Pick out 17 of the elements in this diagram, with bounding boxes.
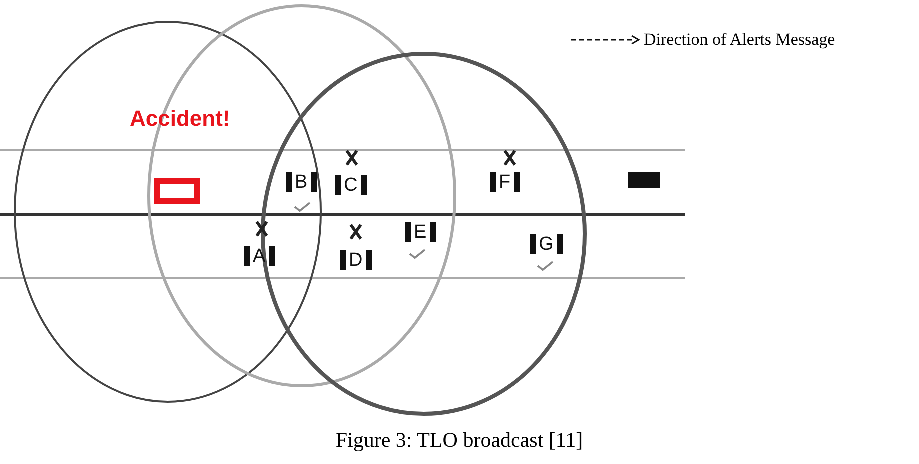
vehicle-letter: G — [539, 235, 554, 254]
vehicle-letter: D — [349, 251, 363, 270]
vehicle — [490, 172, 520, 192]
vehicle-letter: E — [414, 223, 427, 242]
vehicle — [286, 172, 317, 192]
figure-caption: Figure 3: TLO broadcast [11] — [334, 428, 584, 453]
vehicle — [405, 222, 436, 242]
vehicle — [628, 172, 660, 188]
vehicle-letter: F — [499, 173, 511, 192]
accident-vehicle — [154, 178, 200, 204]
vehicle-letter: B — [295, 173, 308, 192]
vehicle — [335, 175, 367, 195]
vehicle — [530, 234, 563, 254]
vehicle — [340, 250, 372, 270]
legend-text: Direction of Alerts Message — [644, 30, 836, 50]
accident-label: Accident! — [130, 106, 230, 132]
vehicle-letter: C — [344, 176, 358, 195]
